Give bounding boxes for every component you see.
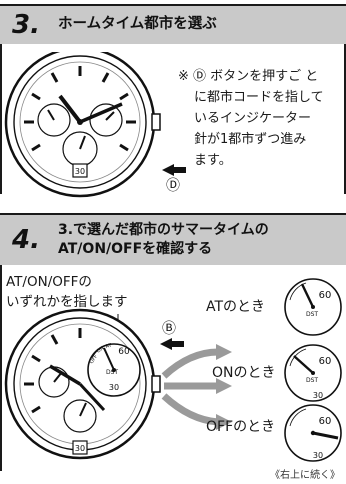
step4-dial-30: 30 (109, 383, 119, 392)
state-label-at: ATのとき (206, 299, 266, 315)
step4-instruction-line2: いずれかを指します (6, 294, 128, 310)
step4-title-line2: AT/ON/OFFを確認する (58, 241, 213, 257)
step3-header: 3. ホームタイム都市を選ぶ (0, 4, 346, 44)
step3-desc-line1: ※ Ⓓ ボタンを押すご と (178, 69, 319, 84)
continue-note: 《右上に続く》 (270, 470, 340, 481)
gauge-at-dst: DST (306, 311, 318, 318)
step3-frame (0, 44, 346, 194)
step4-dial-60: 60 (118, 347, 130, 357)
gauge-on-60: 60 (319, 356, 332, 367)
step4-frame (0, 265, 2, 471)
step4-watch-illustration: OFF ON AT 60 30 DST 30 (4, 308, 184, 460)
step4-header: 4. 3.で選んだ都市のサマータイムの AT/ON/OFFを確認する (0, 213, 346, 265)
step4-arc-on: ON (96, 345, 106, 354)
gauge-at-60: 60 (319, 290, 332, 301)
step3-desc-line3: いるインジケーター (194, 111, 312, 126)
step3-button-d-label: Ⓓ (166, 178, 180, 194)
step4-arc-off: OFF (89, 354, 100, 365)
gauge-on: 60 DST 30 (284, 344, 342, 402)
state-label-on: ONのとき (212, 365, 276, 381)
state-label-off: OFFのとき (206, 419, 276, 435)
step3-title: ホームタイム都市を選ぶ (58, 16, 217, 32)
gauge-on-dst: DST (306, 377, 318, 384)
step4-instruction: AT/ON/OFFの いずれかを指します (6, 272, 128, 312)
step3-watch-illustration: 30 (4, 52, 186, 198)
step3-dial-label: 30 (75, 167, 85, 176)
step4-instruction-line1: AT/ON/OFFの (6, 274, 92, 290)
step4-dial-label: 30 (75, 444, 85, 453)
step4-button-b-label: Ⓑ (162, 321, 176, 337)
step4-number: 4. (12, 225, 40, 255)
step3-desc-line4: 針が1都市ずつ進み (194, 132, 307, 147)
gauge-on-30: 30 (313, 391, 323, 400)
step4-title-line1: 3.で選んだ都市のサマータイムの (58, 222, 269, 238)
step4-pointer-arrows (161, 344, 232, 430)
step4-dial-dst: DST (106, 369, 118, 376)
step3-desc-line5: ます。 (194, 153, 232, 168)
step3-desc-line2: に都市コードを指して (194, 90, 324, 105)
gauge-at: 60 DST (284, 278, 342, 336)
gauge-off-30: 30 (313, 451, 323, 460)
step3-number: 3. (12, 10, 40, 40)
gauge-off-60: 60 (319, 416, 332, 427)
gauge-off: 60 30 (284, 404, 342, 462)
step4-arc-at: AT (105, 342, 113, 350)
